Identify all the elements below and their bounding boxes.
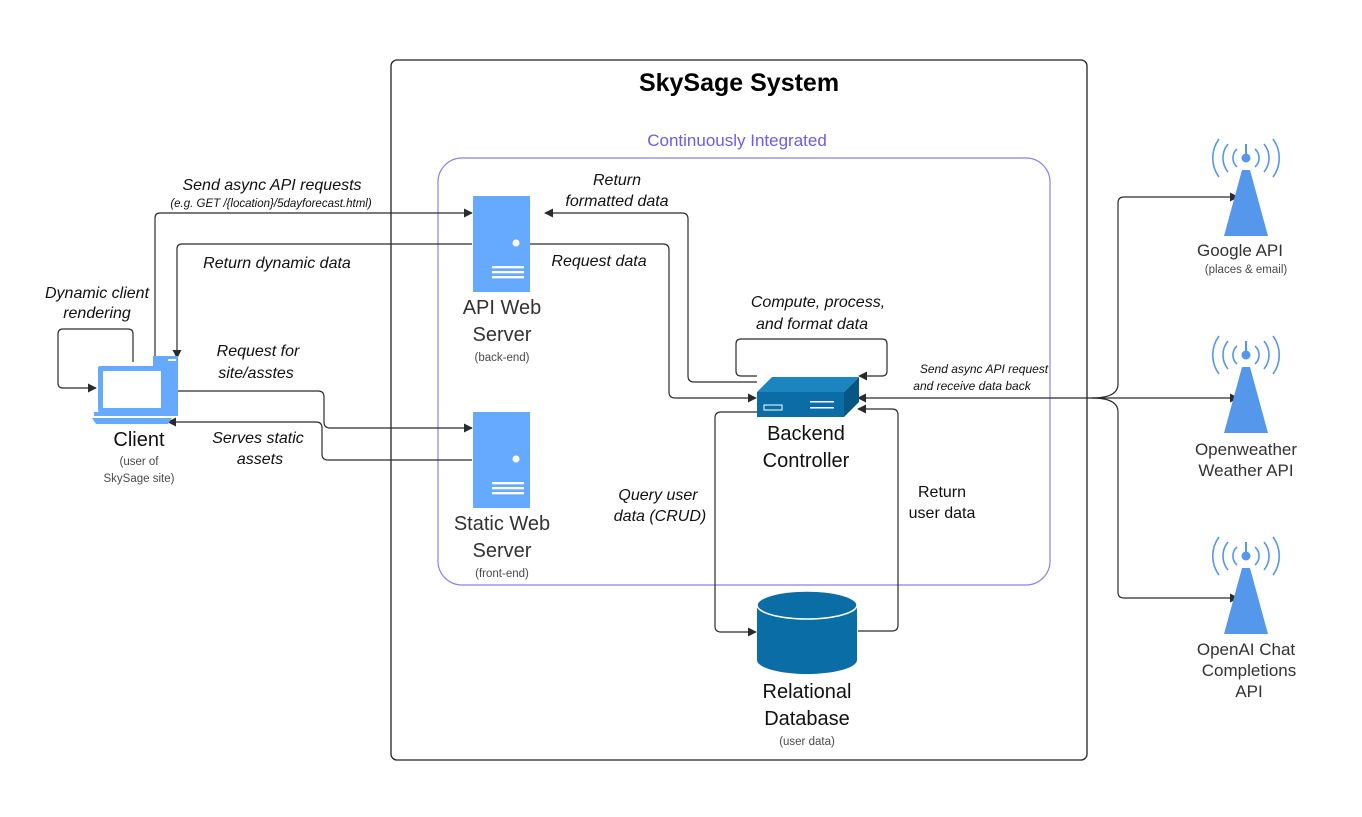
label-request-site-line1: Request for: [217, 343, 300, 360]
openai-antenna-icon[interactable]: [1212, 536, 1280, 634]
google-api-label: Google API: [1197, 241, 1283, 260]
label-request-site-line2: site/asstes: [218, 365, 294, 382]
label-compute-line2: and format data: [756, 316, 868, 333]
api-server-sub: (back-end): [475, 352, 530, 364]
label-dynamic-rendering-line2: rendering: [63, 305, 131, 322]
label-return-formatted-line1: Return: [593, 172, 641, 189]
openweather-label-line2: Weather API: [1198, 461, 1293, 480]
label-return-user-line2: user data: [909, 505, 976, 522]
edge-external-openai: [1091, 397, 1239, 603]
backend-label-line2: Controller: [763, 450, 850, 472]
edge-return-user-data: [857, 404, 899, 632]
api-server-icon[interactable]: [473, 196, 530, 292]
label-query-user-line1: Query user: [618, 487, 698, 504]
system-title: SkySage System: [639, 69, 839, 97]
openweather-label-line1: Openweather: [1195, 440, 1297, 459]
client-sub-line2: SkySage site): [104, 473, 175, 485]
desktop-computer-icon[interactable]: [92, 356, 178, 424]
openai-label-line1: OpenAI Chat: [1197, 640, 1296, 659]
edge-return-formatted-data: [544, 208, 757, 383]
api-server-label-line2: Server: [473, 324, 532, 346]
ci-boundary: [437, 157, 1051, 586]
google-antenna-icon[interactable]: [1212, 138, 1280, 236]
openai-label-line2: Completions: [1202, 661, 1297, 680]
ci-label: Continuously Integrated: [647, 131, 827, 150]
edge-send-async-requests: [154, 208, 473, 368]
database-sub: (user data): [779, 736, 835, 748]
client-label: Client: [113, 429, 165, 451]
label-return-dynamic: Return dynamic data: [203, 255, 351, 272]
edge-compute-process-format: [735, 338, 888, 381]
static-server-sub: (front-end): [475, 568, 529, 580]
openweather-antenna-icon[interactable]: [1212, 335, 1280, 433]
edge-external-google: [1091, 192, 1239, 399]
static-server-label-line2: Server: [473, 540, 532, 562]
label-send-async-line2: (e.g. GET /{location}/5dayforecast.html): [170, 198, 372, 210]
edge-request-site-assets: [178, 390, 473, 433]
database-label-line2: Database: [764, 708, 850, 730]
label-send-external-line2: and receive data back: [913, 379, 1031, 393]
label-send-external-line1: Send async API request: [920, 362, 1049, 376]
label-return-user-line1: Return: [918, 484, 966, 501]
label-send-async-line1: Send async API requests: [182, 177, 361, 194]
google-api-sub: (places & email): [1205, 264, 1288, 276]
label-return-formatted-line2: formatted data: [565, 193, 668, 210]
database-label-line1: Relational: [763, 681, 852, 703]
edge-serves-static-assets: [167, 417, 472, 461]
label-dynamic-rendering-line1: Dynamic client: [45, 285, 150, 302]
system-boundary: [390, 59, 1088, 761]
edge-return-dynamic-data: [172, 243, 472, 359]
label-serves-static-line1: Serves static: [212, 430, 304, 447]
label-query-user-line2: data (CRUD): [614, 508, 706, 525]
edge-dynamic-client-rendering: [57, 328, 134, 393]
edge-query-user-data: [714, 411, 757, 637]
label-compute-line1: Compute, process,: [751, 294, 885, 311]
api-server-label-line1: API Web: [463, 297, 542, 319]
database-cylinder-icon[interactable]: [756, 590, 858, 674]
edge-request-data: [530, 243, 757, 403]
backend-label-line1: Backend: [767, 423, 845, 445]
static-server-icon[interactable]: [473, 412, 530, 508]
label-request-data: Request data: [551, 253, 646, 270]
client-sub-line1: (user of: [120, 456, 160, 468]
label-serves-static-line2: assets: [237, 451, 283, 468]
static-server-label-line1: Static Web: [454, 513, 550, 535]
network-controller-icon[interactable]: [757, 377, 859, 417]
openai-label-line3: API: [1235, 682, 1262, 701]
